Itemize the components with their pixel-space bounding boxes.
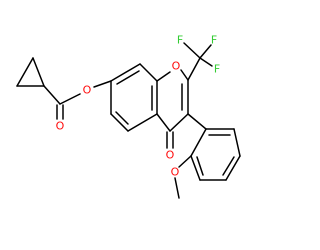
atom-ester-carbonyl-o: O (56, 120, 65, 133)
bond-aryl-6 (190, 128, 207, 157)
bond-aryl-inner-2 (222, 156, 235, 176)
bond-cp-1 (16, 57, 34, 87)
bond-ester-oc7 (93, 80, 112, 88)
bond-cp-3 (32, 57, 45, 87)
bond-benzo-inner-3 (115, 111, 129, 125)
bond-ester-co (59, 93, 81, 105)
bond-aryl-omethoxy (178, 155, 192, 168)
bond-c8a-o1 (156, 71, 171, 82)
atom-ring-o: O (172, 60, 181, 73)
bond-c8-c8a (139, 63, 158, 82)
bond-aryl-5 (190, 155, 201, 181)
bond-c4a-c5 (127, 113, 158, 132)
bond-cf3-f1 (183, 42, 201, 59)
atom-fluorine-3: F (214, 63, 220, 76)
bond-c2-cf3 (187, 57, 201, 81)
atom-labels: O O O O O F F F (56, 34, 221, 179)
bond-cp-carbonyl (43, 85, 61, 105)
atom-methoxy-o: O (171, 166, 180, 179)
bond-c7-c8 (110, 63, 141, 82)
bond-benzo-inner-1 (116, 70, 140, 85)
bond-c3-aryl (187, 113, 207, 130)
structure-drawing: O O O O O F F F (16, 34, 241, 199)
bond-omethoxy-ch3 (174, 177, 180, 199)
atom-fluorine-1: F (177, 34, 183, 47)
atom-ester-link-o: O (83, 84, 92, 97)
bond-c5-c6 (110, 113, 129, 132)
bond-c4-c4a (156, 113, 171, 132)
atom-ketone-o: O (166, 149, 175, 162)
bond-cf3-f2 (199, 44, 212, 59)
molecule-diagram: O O O O O F F F (16, 33, 241, 199)
bond-cf3-f3 (199, 57, 213, 67)
bonds (16, 42, 241, 199)
bond-aryl-inner-3 (196, 156, 204, 176)
bond-aryl-2 (233, 128, 241, 157)
bond-aryl-3 (225, 155, 241, 181)
atom-fluorine-2: F (211, 34, 217, 47)
bond-c3-c4 (169, 113, 189, 132)
bond-o1-c2 (180, 69, 189, 81)
